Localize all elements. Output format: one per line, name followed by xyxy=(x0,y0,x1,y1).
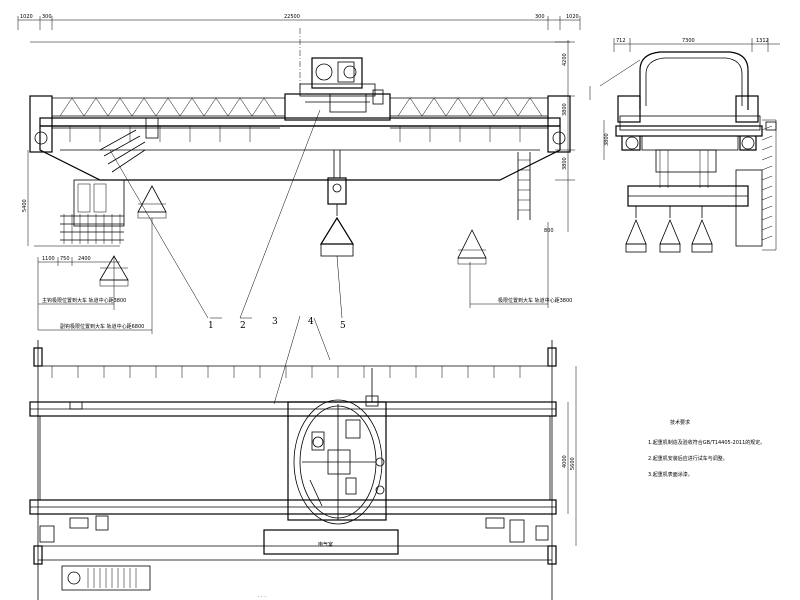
note-1: 1.起重机制造及验收符合GB/T14405-2011的规定。 xyxy=(648,439,765,446)
plan-view: 电气室 4000 5600 · · · xyxy=(29,340,577,600)
limit-label-left-top: 主钩极限位置到大车 轨道中心距3800 xyxy=(42,297,126,304)
dim-bottom-2: 750 xyxy=(60,256,70,262)
callout-1: 1 xyxy=(208,321,214,331)
side-dim-left: 3800 xyxy=(604,133,610,146)
side-dim-3: 1312 xyxy=(756,38,769,44)
dim-right-inner: 300 xyxy=(535,14,545,20)
callout-5: 5 xyxy=(340,321,346,331)
dim-span: 22500 xyxy=(284,14,300,20)
dim-left-inner: 300 xyxy=(42,14,52,20)
dim-right-2: 3800 xyxy=(562,103,568,116)
callout-4: 4 xyxy=(308,317,314,327)
technical-notes: 技术要求 1.起重机制造及验收符合GB/T14405-2011的规定。 2.起重… xyxy=(648,419,765,478)
front-elevation: 1020 300 22500 300 1020 xyxy=(17,14,591,405)
dim-left-1: 5400 xyxy=(22,199,28,212)
limit-label-left-bottom: 副钩极限位置到大车 轨道中心距6800 xyxy=(60,323,144,330)
bottom-fragment: · · · xyxy=(258,594,266,600)
side-elevation: 712 7300 1312 3800 xyxy=(599,38,780,253)
notes-title: 技术要求 xyxy=(670,419,690,426)
note-3: 3.起重机表面涂漆。 xyxy=(648,471,693,478)
dim-bottom-1: 1100 xyxy=(42,256,55,262)
cab-label: 电气室 xyxy=(318,541,333,548)
dim-bottom-3: 2400 xyxy=(78,256,91,262)
side-dim-1: 712 xyxy=(616,38,626,44)
callout-2: 2 xyxy=(240,321,246,331)
dim-left-end: 1020 xyxy=(20,14,33,20)
plan-dim-2: 5600 xyxy=(570,457,576,470)
dim-right-1: 4200 xyxy=(562,53,568,66)
plan-dim-1: 4000 xyxy=(562,455,568,468)
limit-label-right: 极限位置到大车 轨道中心距3800 xyxy=(498,297,572,304)
callout-3: 3 xyxy=(272,317,278,327)
dim-right-3: 3800 xyxy=(562,157,568,170)
note-2: 2.起重机安装后应进行试车与调整。 xyxy=(648,455,728,462)
dim-right-end: 1020 xyxy=(566,14,579,20)
side-dim-2: 7300 xyxy=(682,38,695,44)
dim-under: 800 xyxy=(544,228,554,234)
